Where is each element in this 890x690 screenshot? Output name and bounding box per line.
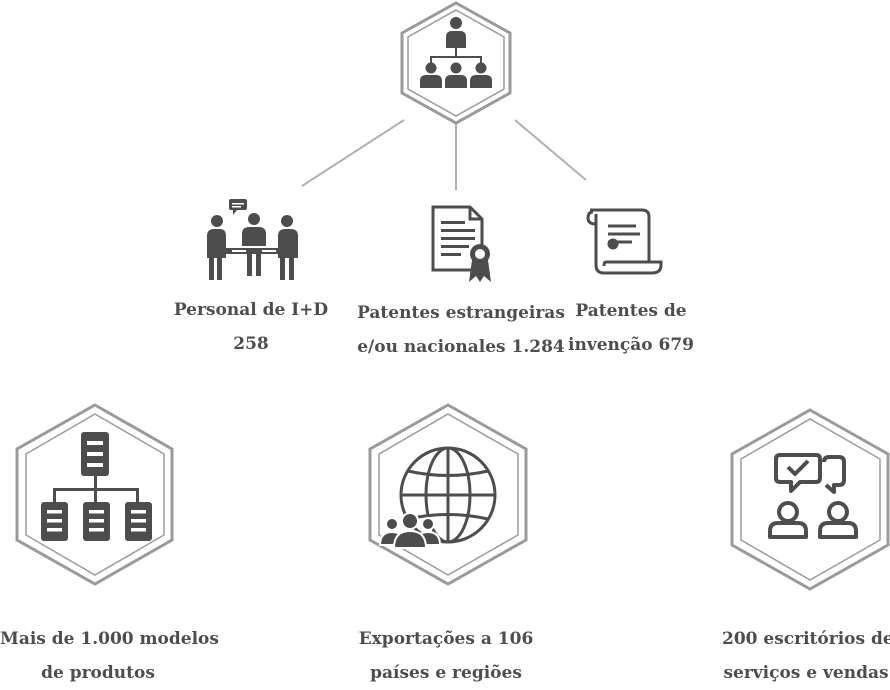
service-chat-people-icon	[768, 453, 858, 539]
meeting-people-icon	[207, 199, 298, 280]
caption-value: de produtos	[41, 663, 155, 683]
caption-line: 200 escritórios de	[722, 629, 890, 649]
caption-value: invenção 679	[568, 335, 694, 355]
caption-models: Mais de 1.000 modelos de produtos	[0, 622, 219, 690]
hexagon-offices	[730, 408, 890, 591]
hexagon-exports	[368, 403, 528, 586]
connector-line-right	[514, 119, 587, 181]
connector-line-left	[301, 119, 405, 187]
caption-patents-foreign: Patentes estrangeiras e/ou nacionales 1.…	[356, 296, 566, 364]
globe-people-icon	[378, 446, 497, 549]
caption-line: Personal de I+D	[173, 300, 329, 320]
organization-hierarchy-icon	[420, 17, 492, 88]
scroll-diploma-icon	[586, 208, 663, 275]
caption-value: serviços e vendas	[723, 663, 889, 683]
caption-offices: 200 escritórios de serviços e vendas	[722, 622, 890, 690]
hierarchy-servers-icon	[41, 432, 152, 541]
caption-value: países e regiões	[370, 663, 522, 683]
caption-line: Mais de 1.000 modelos	[0, 629, 219, 649]
caption-line: Patentes de	[575, 301, 687, 321]
hexagon-models	[15, 403, 174, 586]
top-hexagon	[400, 1, 512, 125]
caption-rd-staff: Personal de I+D 258	[171, 293, 331, 361]
caption-value: 258	[233, 334, 269, 354]
caption-patents-invention: Patentes de invenção 679	[566, 294, 696, 362]
caption-line: Exportações a 106	[358, 629, 534, 649]
certificate-document-icon	[431, 205, 491, 282]
caption-exports: Exportações a 106 países e regiões	[356, 622, 536, 690]
caption-value: e/ou nacionales 1.284	[357, 337, 565, 357]
connector-lines	[301, 119, 587, 190]
caption-line: Patentes estrangeiras	[357, 303, 565, 323]
